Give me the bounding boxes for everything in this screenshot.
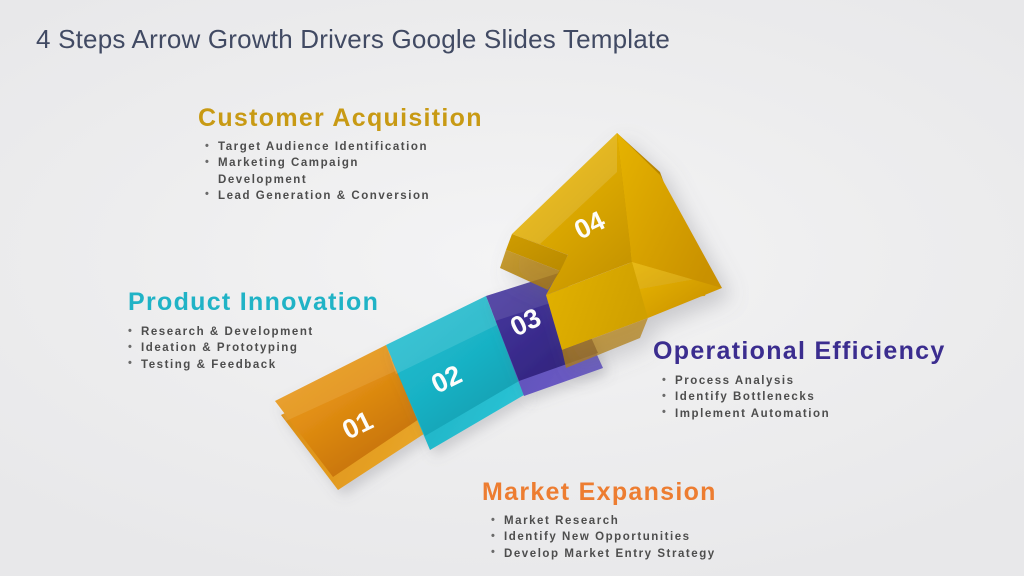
step-block-product-innovation: Product Innovation Research & Developmen… [128,288,379,373]
list-item: Develop Market Entry Strategy [491,545,717,562]
step-block-market-expansion: Market Expansion Market Research Identif… [482,478,717,562]
step-block-operational-efficiency: Operational Efficiency Process Analysis … [653,337,946,422]
step-heading-market-expansion: Market Expansion [482,478,717,506]
list-item: Testing & Feedback [128,356,379,373]
list-item: Identify New Opportunities [491,529,717,545]
list-item: Identify Bottlenecks [662,389,946,405]
list-item: Marketing Campaign Development [205,155,390,188]
step-bullets-customer-acquisition: Target Audience Identification Marketing… [205,138,483,204]
arrow-segment-03 [486,272,603,396]
step-heading-customer-acquisition: Customer Acquisition [198,104,483,132]
segment-number-01: 01 [337,405,377,445]
step-heading-operational-efficiency: Operational Efficiency [653,337,946,365]
step-heading-product-innovation: Product Innovation [128,288,380,316]
page-title: 4 Steps Arrow Growth Drivers Google Slid… [36,24,670,54]
list-item: Market Research [491,512,717,529]
segment-number-02: 02 [426,359,466,399]
segment-number-04: 04 [569,205,609,245]
step-block-customer-acquisition: Customer Acquisition Target Audience Ide… [198,104,483,204]
step-bullets-market-expansion: Market Research Identify New Opportuniti… [491,512,717,562]
segment-number-03: 03 [505,302,545,342]
list-item: Research & Development [128,323,379,340]
step-bullets-operational-efficiency: Process Analysis Identify Bottlenecks Im… [662,372,946,422]
list-item: Ideation & Prototyping [128,340,379,356]
step-bullets-product-innovation: Research & Development Ideation & Protot… [128,323,379,373]
list-item: Target Audience Identification [205,138,483,155]
list-item: Implement Automation [662,405,946,422]
list-item: Process Analysis [662,372,946,389]
arrow-head-04 [500,133,722,368]
arrow-segment-02 [386,296,524,450]
list-item: Lead Generation & Conversion [205,187,483,204]
